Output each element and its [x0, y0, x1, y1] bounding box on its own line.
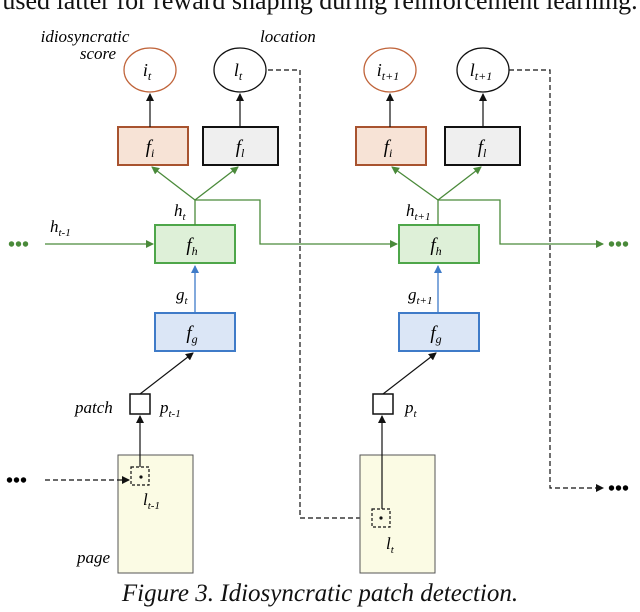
fi-label-t: fi — [146, 137, 155, 160]
fl-box-t — [202, 126, 279, 166]
node-l-t-label: lt — [234, 60, 243, 83]
patch-box-t-1 — [129, 393, 151, 415]
l-prev-label: lt-1 — [143, 490, 160, 512]
h-prev-label: ht-1 — [50, 217, 71, 239]
location-label: location — [260, 27, 316, 46]
fh-box-t — [154, 224, 236, 264]
h-t-label: ht — [174, 201, 187, 223]
arrow-ht1-to-next — [438, 199, 604, 248]
arrow-dashed-lt-to-next-page — [268, 69, 371, 522]
fg-box-t1 — [398, 312, 480, 352]
h-t1-label: ht+1 — [406, 201, 430, 223]
arrow-ht-to-fi — [151, 166, 196, 201]
idiosyncratic-label: idiosyncratic — [41, 27, 130, 46]
node-i-t-label: it — [143, 60, 152, 83]
arrow-dashed-lt1-out-right — [509, 69, 604, 492]
p-t-label: pt — [404, 398, 418, 420]
fg-label-t1: fg — [430, 323, 441, 346]
fi-box-t — [117, 126, 189, 166]
arrow-ht-to-fl — [194, 166, 239, 201]
idiosyncratic-score-node-t — [123, 47, 177, 93]
g-t-label: gt — [176, 285, 189, 307]
fi-box-t1 — [355, 126, 427, 166]
p-prev-label: pt-1 — [159, 398, 181, 420]
fl-box-t1 — [444, 126, 521, 166]
node-l-t1-label: lt+1 — [470, 60, 492, 83]
page-label: page — [76, 548, 111, 567]
location-point-t-1 — [139, 475, 143, 479]
arrow-patch-to-fg-t1 — [382, 352, 437, 395]
patch-location-box-t — [371, 508, 391, 528]
fl-label-t: fl — [236, 137, 245, 160]
patch-box-t — [372, 393, 394, 415]
idiosyncratic-score-node-t1 — [363, 47, 417, 93]
arrow-ht1-to-fi — [391, 166, 439, 201]
header-text-fragment: used latter for reward shaping during re… — [2, 0, 638, 15]
fg-label-t: fg — [186, 323, 197, 346]
ellipsis-right-top: ••• — [608, 234, 629, 256]
page-t-1 — [117, 454, 194, 574]
score-label: score — [80, 44, 117, 63]
fi-label-t1: fi — [384, 137, 393, 160]
fh-label-t: fh — [186, 235, 197, 258]
figure-caption: Figure 3. Idiosyncratic patch detection. — [121, 580, 519, 607]
patch-label: patch — [74, 398, 113, 417]
location-point-t — [379, 516, 383, 520]
l-t-page-label: lt — [386, 534, 395, 556]
g-t1-label: gt+1 — [408, 285, 432, 307]
arrow-patch-to-fg-t — [139, 352, 194, 395]
ellipsis-right-bottom: ••• — [608, 478, 629, 500]
page-t — [359, 454, 436, 574]
fl-label-t1: fl — [478, 137, 487, 160]
arrow-ht1-to-fl — [437, 166, 482, 201]
fg-box-t — [154, 312, 236, 352]
location-node-t — [213, 47, 267, 93]
fh-box-t1 — [398, 224, 480, 264]
fh-label-t1: fh — [430, 235, 441, 258]
arrow-ht-to-next-fh — [195, 199, 398, 248]
ellipsis-left-bottom: ••• — [6, 470, 27, 492]
node-i-t1-label: it+1 — [377, 60, 399, 83]
patch-location-box-t-1 — [130, 466, 150, 486]
ellipsis-left-top: ••• — [8, 234, 29, 256]
